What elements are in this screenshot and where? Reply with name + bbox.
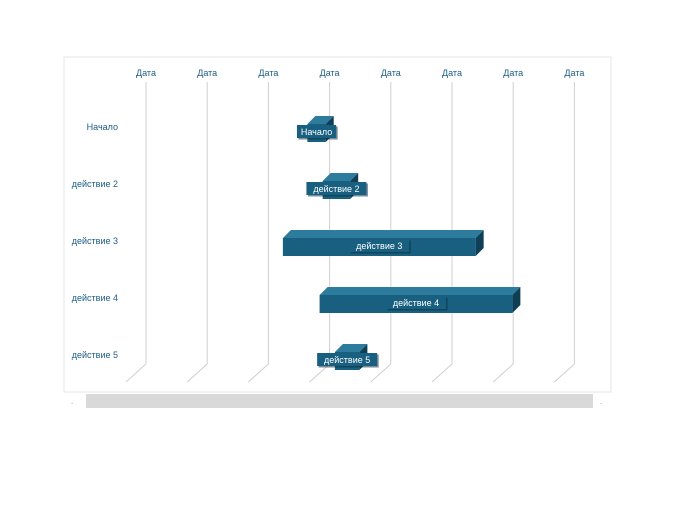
gridline-depth bbox=[554, 363, 575, 383]
bar-top bbox=[282, 230, 484, 238]
x-tick-label: Дата bbox=[258, 68, 278, 78]
bar-side bbox=[475, 230, 484, 256]
x-tick-label: Дата bbox=[381, 68, 401, 78]
task-bar: действие 4 bbox=[319, 287, 521, 313]
task-bar: действие 5 bbox=[317, 344, 379, 370]
gridline-depth bbox=[248, 363, 269, 383]
task-bar: Начало bbox=[296, 116, 338, 142]
bar-label: действие 3 bbox=[356, 241, 402, 251]
x-tick-label: Дата bbox=[136, 68, 156, 78]
x-tick-label: Дата bbox=[442, 68, 462, 78]
chart-floor bbox=[86, 394, 593, 408]
bar-label-box bbox=[317, 353, 378, 366]
x-tick-label: Дата bbox=[197, 68, 217, 78]
bar-top bbox=[319, 287, 521, 295]
x-tick-label: Дата bbox=[564, 68, 584, 78]
gridline-depth bbox=[370, 363, 392, 383]
gridline-depth bbox=[431, 363, 453, 383]
y-category-label: действие 4 bbox=[72, 293, 118, 303]
task-bar: действие 2 bbox=[306, 173, 368, 199]
bar-label: действие 5 bbox=[324, 355, 370, 365]
x-tick-label: Дата bbox=[503, 68, 523, 78]
task-bar: действие 3 bbox=[282, 230, 484, 256]
bar-label-box bbox=[349, 239, 410, 252]
y-axis-labels: Начало действие 2 действие 3 действие 4 дейс… bbox=[72, 122, 118, 360]
grid-layer bbox=[125, 82, 575, 383]
y-category-label: действие 5 bbox=[72, 350, 118, 360]
gridline-depth bbox=[125, 363, 147, 383]
bars-layer: Начало действие 2 действие 3 действие 4 дейс… bbox=[282, 116, 521, 370]
floor-right-dot: . bbox=[600, 397, 602, 406]
x-axis-labels: Дата Дата Дата Дата Дата Дата Дата Дата bbox=[136, 68, 584, 78]
bar-top bbox=[307, 116, 334, 124]
bar-label: Начало bbox=[301, 127, 332, 137]
bar-side bbox=[512, 287, 521, 313]
y-category-label: действие 2 bbox=[72, 179, 118, 189]
bar-top bbox=[322, 173, 359, 181]
bar-top bbox=[334, 344, 368, 352]
gridline-depth bbox=[492, 363, 514, 383]
bar-label-box bbox=[306, 182, 367, 195]
gridline-depth bbox=[186, 363, 208, 383]
x-tick-label: Дата bbox=[320, 68, 340, 78]
bar-label-box bbox=[385, 296, 446, 309]
chart-frame bbox=[63, 56, 612, 393]
bar-label: действие 2 bbox=[313, 184, 359, 194]
bar-label: действие 4 bbox=[393, 298, 439, 308]
y-category-label: Начало bbox=[87, 122, 118, 132]
bar-label-box bbox=[296, 125, 337, 138]
y-category-label: действие 3 bbox=[72, 236, 118, 246]
floor-left-dot: . bbox=[71, 397, 73, 406]
